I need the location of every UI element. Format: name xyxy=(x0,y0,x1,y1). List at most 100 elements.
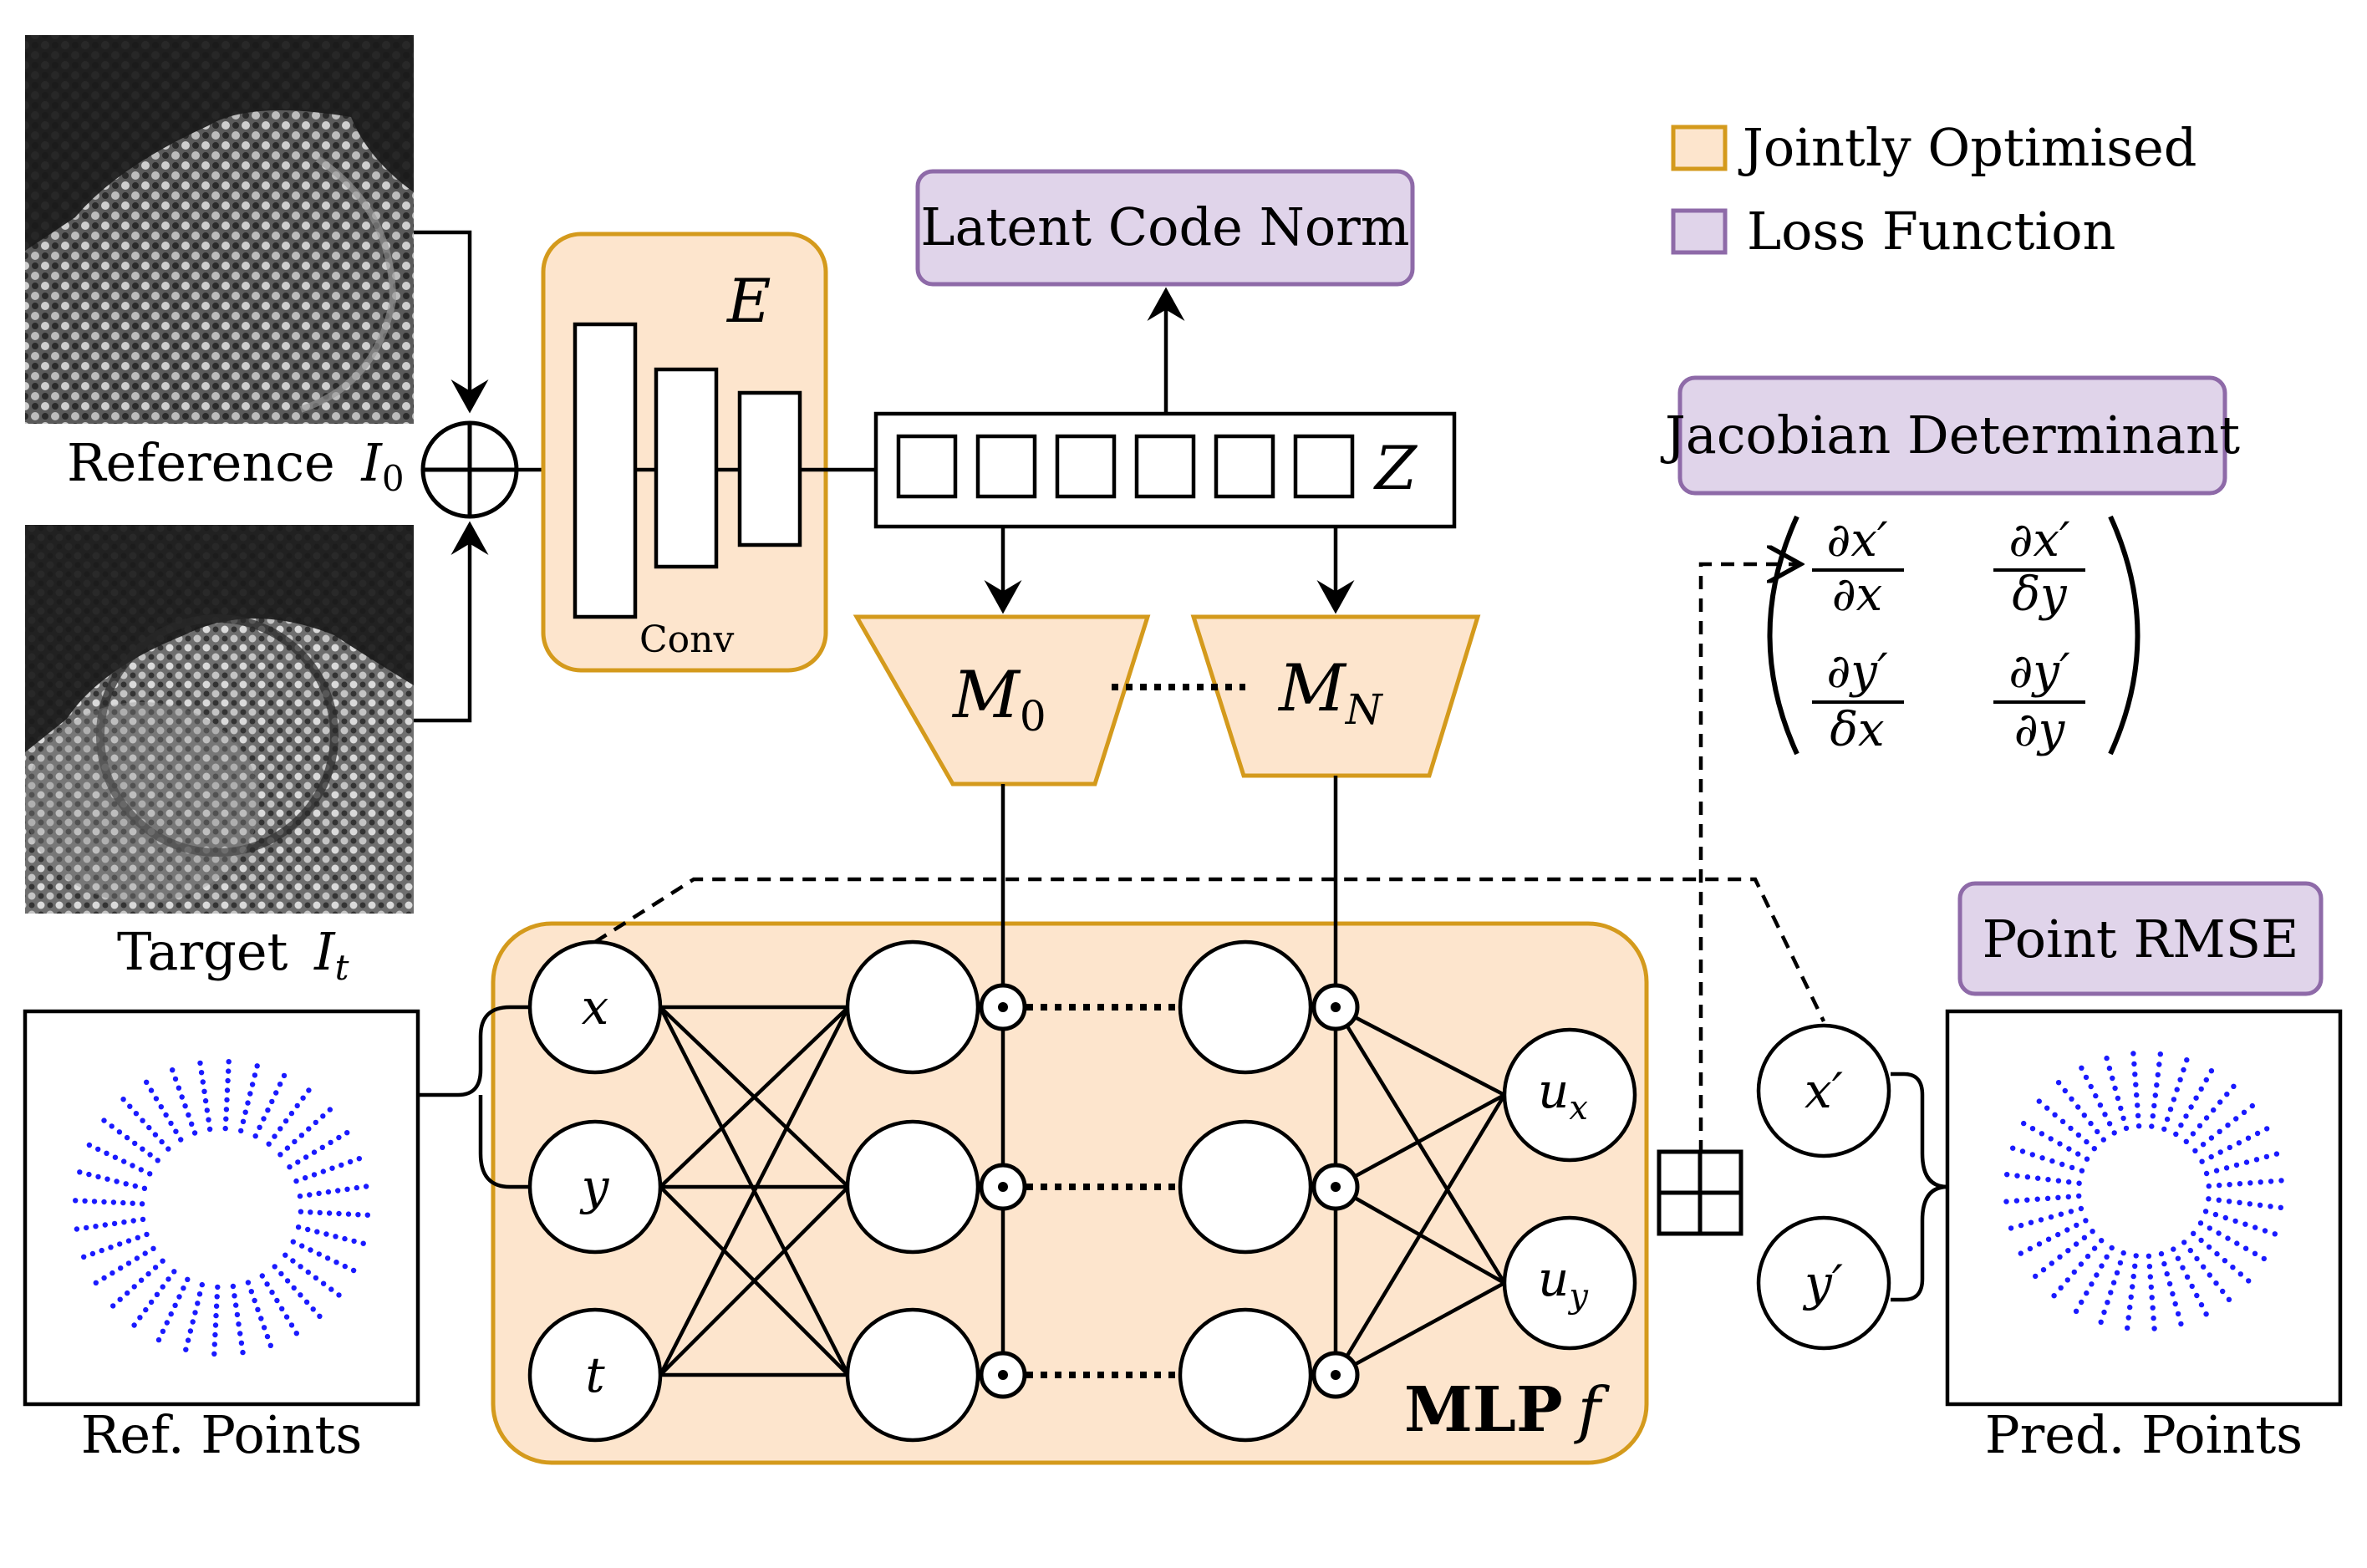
point-marker xyxy=(264,1333,271,1340)
pred-points-scatter xyxy=(2003,1051,2284,1331)
svg-text:δy: δy xyxy=(2012,568,2068,622)
point-marker xyxy=(233,1302,239,1308)
point-marker xyxy=(2208,1135,2215,1141)
point-marker xyxy=(99,1247,104,1254)
point-marker xyxy=(2161,1126,2167,1133)
point-marker xyxy=(2044,1105,2050,1111)
point-marker xyxy=(2079,1065,2084,1072)
point-marker xyxy=(2191,1230,2196,1237)
point-marker xyxy=(2233,1116,2239,1122)
point-marker xyxy=(2261,1255,2267,1262)
point-marker xyxy=(172,1302,178,1309)
point-marker xyxy=(2104,1055,2110,1061)
point-marker xyxy=(2097,1102,2104,1108)
point-marker xyxy=(2090,1229,2095,1235)
point-marker xyxy=(2241,1109,2247,1116)
point-marker xyxy=(307,1192,313,1198)
point-marker xyxy=(2073,1241,2079,1247)
point-marker xyxy=(2131,1061,2137,1067)
point-marker xyxy=(2098,1319,2104,1326)
point-marker xyxy=(232,1293,237,1299)
point-marker xyxy=(2175,1311,2181,1317)
point-marker xyxy=(2074,1222,2079,1229)
latent-cell xyxy=(1293,434,1355,499)
point-marker xyxy=(2066,1179,2072,1185)
point-marker xyxy=(2130,1284,2135,1290)
point-marker xyxy=(2249,1102,2255,1109)
point-marker xyxy=(104,1176,110,1182)
modulator-mn xyxy=(1190,614,1481,778)
point-marker xyxy=(213,1303,220,1309)
point-marker xyxy=(117,1296,123,1302)
point-marker xyxy=(2101,1309,2107,1316)
point-marker xyxy=(2091,1245,2098,1251)
point-marker xyxy=(130,1163,135,1168)
point-marker xyxy=(230,1283,237,1290)
point-marker xyxy=(2135,1102,2140,1108)
point-marker xyxy=(2083,1074,2090,1081)
point-marker xyxy=(245,1280,252,1285)
point-marker xyxy=(2076,1180,2082,1186)
point-marker xyxy=(130,1200,135,1206)
point-marker xyxy=(125,1238,132,1244)
point-marker xyxy=(160,1328,166,1335)
point-marker xyxy=(137,1315,143,1321)
point-marker xyxy=(272,1264,277,1270)
point-marker xyxy=(191,1130,198,1136)
point-marker xyxy=(2158,1250,2165,1257)
point-marker xyxy=(179,1094,185,1100)
target-label: Target It xyxy=(117,921,349,988)
point-marker xyxy=(2039,1155,2045,1161)
point-marker xyxy=(2175,1255,2181,1261)
point-marker xyxy=(164,1320,170,1326)
point-marker xyxy=(154,1291,160,1298)
point-marker xyxy=(2010,1145,2016,1151)
point-marker xyxy=(150,1245,156,1252)
point-marker xyxy=(303,1175,308,1181)
point-marker xyxy=(2135,1123,2142,1129)
point-marker xyxy=(2243,1159,2250,1165)
point-marker xyxy=(2237,1271,2243,1277)
point-marker xyxy=(264,1281,270,1287)
reference-label: Reference I0 xyxy=(67,432,405,499)
point-marker xyxy=(118,1265,124,1271)
point-marker xyxy=(176,1294,182,1300)
point-marker xyxy=(2075,1104,2081,1110)
ref-points-panel xyxy=(23,1009,420,1407)
svg-text:∂y′: ∂y′ xyxy=(1826,644,1888,699)
point-marker xyxy=(215,1284,221,1291)
point-marker xyxy=(2065,1194,2071,1200)
point-marker xyxy=(294,1102,300,1109)
point-marker xyxy=(291,1285,297,1291)
point-marker xyxy=(2233,1162,2240,1168)
point-marker xyxy=(223,1107,230,1112)
point-marker xyxy=(2225,1123,2231,1128)
point-marker xyxy=(363,1184,369,1189)
point-marker xyxy=(2068,1209,2074,1214)
point-marker xyxy=(316,1251,322,1257)
ref-points-label: Ref. Points xyxy=(81,1404,363,1465)
point-marker xyxy=(147,1152,153,1158)
point-marker xyxy=(160,1284,165,1290)
point-marker xyxy=(2048,1214,2054,1220)
point-marker xyxy=(2264,1126,2270,1132)
point-marker xyxy=(213,1312,219,1319)
modulator-m0-label: M0 xyxy=(951,658,1046,741)
point-marker xyxy=(2084,1156,2090,1162)
point-marker xyxy=(153,1096,160,1102)
point-marker xyxy=(2171,1097,2177,1102)
point-marker xyxy=(284,1278,291,1284)
point-marker xyxy=(2083,1218,2089,1224)
point-marker xyxy=(328,1139,333,1146)
point-marker xyxy=(242,1109,248,1115)
point-marker xyxy=(2278,1178,2284,1184)
point-marker xyxy=(2151,1326,2157,1331)
point-marker xyxy=(2049,1260,2054,1266)
point-marker xyxy=(2149,1123,2155,1129)
point-marker xyxy=(252,1133,258,1139)
point-marker xyxy=(181,1285,186,1291)
point-marker xyxy=(2071,1269,2077,1275)
point-marker xyxy=(278,1270,284,1277)
point-marker xyxy=(138,1167,144,1173)
